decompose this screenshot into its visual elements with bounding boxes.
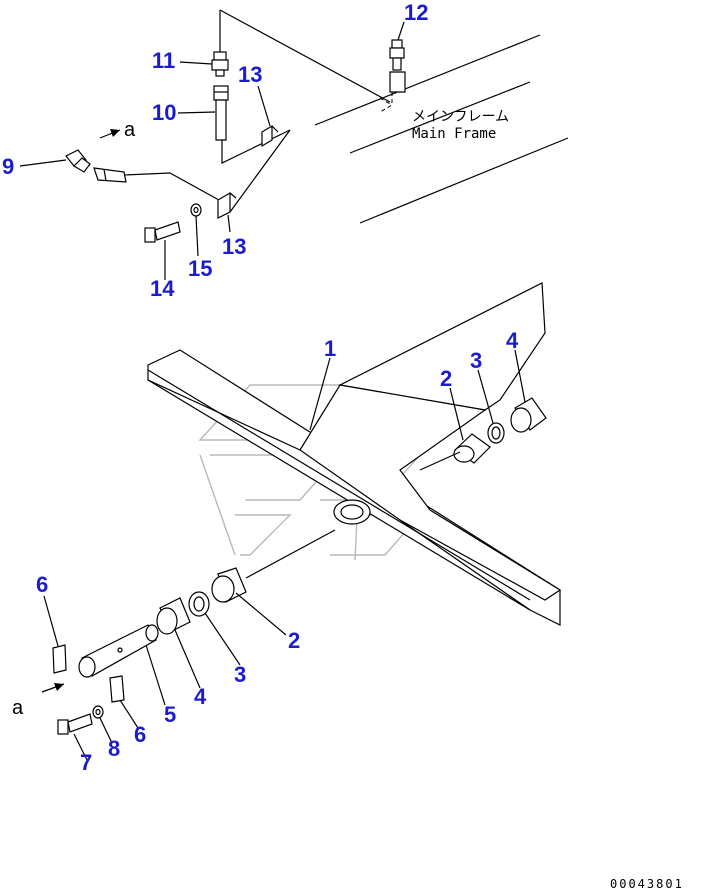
plate-6-lower: [109, 675, 125, 703]
callout-3-right: 3: [470, 348, 482, 373]
pin-5: [78, 624, 159, 678]
washer-8: [92, 705, 104, 719]
main-frame-label-en: Main Frame: [412, 126, 496, 142]
callout-15: 15: [188, 256, 212, 281]
bushing-2-right: [453, 433, 491, 464]
callout-14: 14: [150, 276, 175, 301]
hose-end: [93, 167, 127, 183]
elbow-fitting-9: [65, 149, 91, 173]
bolt-7: [57, 713, 93, 735]
frame-bracket: [379, 71, 406, 113]
main-frame-lines: [314, 34, 569, 224]
main-frame-label-jp: メインフレーム: [412, 109, 509, 125]
arrow-a-label-top: a: [124, 119, 136, 141]
bearing-3-left: [188, 591, 210, 617]
arrow-a-bottom: a: [12, 683, 65, 719]
callout-3-left: 3: [234, 662, 246, 687]
clip-13-lower: [217, 191, 237, 219]
document-number: 00043801: [610, 877, 684, 891]
callout-13-upper: 13: [238, 62, 262, 87]
arrow-a-label-bottom: a: [12, 697, 24, 719]
clip-13-upper: [261, 124, 279, 148]
callout-8: 8: [108, 736, 120, 761]
callout-6-lower: 6: [134, 722, 146, 747]
leader-lines: [19, 21, 526, 763]
bolt-14: [144, 221, 181, 243]
grease-fitting-11: [211, 51, 229, 77]
callout-10: 10: [152, 100, 176, 125]
callout-4-right: 4: [506, 328, 519, 353]
bushing-2-left: [211, 567, 247, 603]
callout-7: 7: [80, 750, 92, 775]
cap-4-left: [156, 597, 191, 635]
cap-4-right: [510, 397, 547, 433]
arrow-a-top: a: [99, 119, 136, 141]
callout-13-lower: 13: [222, 234, 246, 259]
grease-fitting-12: [389, 39, 405, 71]
callout-9: 9: [2, 154, 14, 179]
bearing-3-right: [487, 422, 505, 444]
callout-12: 12: [404, 0, 428, 25]
callout-6-upper: 6: [36, 572, 48, 597]
plate-6-upper: [52, 644, 67, 674]
washer-15: [190, 203, 202, 217]
equalizer-bar-1: [147, 282, 562, 626]
callout-1: 1: [324, 336, 336, 361]
callout-2-left: 2: [288, 628, 300, 653]
hose-10: [213, 85, 229, 141]
callout-2-right: 2: [440, 366, 452, 391]
callout-11: 11: [152, 48, 175, 73]
callout-4-left: 4: [194, 684, 207, 709]
callout-5: 5: [164, 702, 176, 727]
